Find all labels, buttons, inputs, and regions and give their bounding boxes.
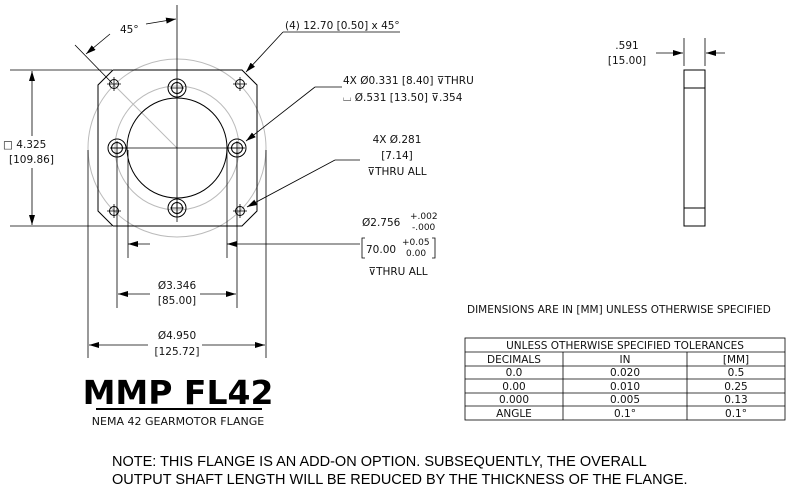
square-dim-in: □ 4.325 — [3, 139, 46, 151]
cell: 0.000 — [499, 394, 529, 406]
outer-dimension: Ø4.950 [125.72] — [87, 150, 267, 358]
bore-dim-in: Ø2.756 — [362, 217, 401, 229]
counterbore-note-line2: ⌴ Ø.531 [13.50] ⊽.354 — [343, 92, 463, 104]
units-note: DIMENSIONS ARE IN [MM] UNLESS OTHERWISE … — [467, 304, 771, 316]
header-in: IN — [620, 354, 631, 366]
cell: 0.010 — [610, 381, 640, 393]
part-title: MMP FL42 — [83, 373, 274, 412]
angle-label: 45° — [120, 24, 139, 36]
cell: ANGLE — [496, 408, 532, 420]
bolt-circle-dimension: Ø3.346 [85.00] — [116, 152, 238, 308]
corner-hole-note-line2: [7.14] — [381, 150, 413, 162]
bore-dimension: Ø2.756 +.002 -.000 70.00 +0.05 0.00 ⊽THR… — [127, 150, 438, 278]
bore-dim-mm: 70.00 — [366, 244, 396, 256]
cell: 0.00 — [502, 381, 525, 393]
cell: 0.5 — [728, 367, 745, 379]
corner-hole-callout: 4X Ø.281 [7.14] ⊽THRU ALL — [246, 134, 427, 208]
chamfer-note: (4) 12.70 [0.50] x 45° — [285, 20, 400, 32]
cell: 0.005 — [610, 394, 640, 406]
bore-tol-mm-upper: +0.05 — [402, 238, 430, 248]
front-view — [87, 5, 267, 238]
flange-plate-outline — [97, 69, 258, 227]
table-title: UNLESS OTHERWISE SPECIFIED TOLERANCES — [506, 340, 744, 352]
chamfer-callout: (4) 12.70 [0.50] x 45° — [245, 20, 400, 73]
square-dim-mm: [109.86] — [9, 154, 54, 166]
tolerance-table: UNLESS OTHERWISE SPECIFIED TOLERANCES DE… — [464, 337, 786, 421]
bore-tol-mm-lower: 0.00 — [406, 249, 426, 259]
bore-tol-in-lower: -.000 — [412, 223, 436, 233]
bolt-circle-dim-in: Ø3.346 — [158, 280, 197, 292]
cell: 0.0 — [506, 367, 523, 379]
side-view-outline — [683, 69, 706, 227]
cell: 0.020 — [610, 367, 640, 379]
counterbore-callout: 4X Ø0.331 [8.40] ⊽THRU ⌴ Ø.531 [13.50] ⊽… — [245, 75, 474, 142]
outer-dim-mm: [125.72] — [155, 346, 200, 358]
thickness-dim-in: .591 — [615, 40, 638, 52]
header-decimals: DECIMALS — [487, 354, 541, 366]
square-dimension: □ 4.325 [109.86] — [3, 69, 112, 227]
part-subtitle: NEMA 42 GEARMOTOR FLANGE — [92, 415, 264, 428]
footer-note-line2: OUTPUT SHAFT LENGTH WILL BE REDUCED BY T… — [112, 472, 688, 488]
side-view: .591 [15.00] — [608, 38, 725, 227]
table-row: ANGLE 0.1° 0.1° — [496, 408, 747, 420]
bore-note-line3: ⊽THRU ALL — [368, 266, 427, 278]
bore-tol-in-upper: +.002 — [410, 212, 438, 222]
cell: 0.13 — [724, 394, 747, 406]
table-row: 0.00 0.010 0.25 — [502, 381, 747, 393]
header-mm: [MM] — [723, 354, 749, 366]
outer-dim-in: Ø4.950 — [158, 330, 196, 342]
angle-dimension: 45° — [74, 17, 177, 84]
counterbore-note-line1: 4X Ø0.331 [8.40] ⊽THRU — [343, 75, 474, 87]
corner-hole-note-line1: 4X Ø.281 — [373, 134, 422, 146]
table-header-row: DECIMALS IN [MM] — [487, 354, 749, 366]
diagonal-reference-line — [111, 82, 178, 149]
corner-hole-note-line3: ⊽THRU ALL — [367, 166, 426, 178]
cell: 0.1° — [614, 408, 636, 420]
cell: 0.25 — [724, 381, 747, 393]
table-row: 0.000 0.005 0.13 — [499, 394, 748, 406]
footer-note-line1: NOTE: THIS FLANGE IS AN ADD-ON OPTION. S… — [112, 454, 647, 470]
table-row: 0.0 0.020 0.5 — [506, 367, 745, 379]
bolt-circle-dim-mm: [85.00] — [158, 295, 196, 307]
cell: 0.1° — [725, 408, 747, 420]
thickness-dim-mm: [15.00] — [608, 55, 646, 67]
corner-holes — [107, 77, 247, 218]
